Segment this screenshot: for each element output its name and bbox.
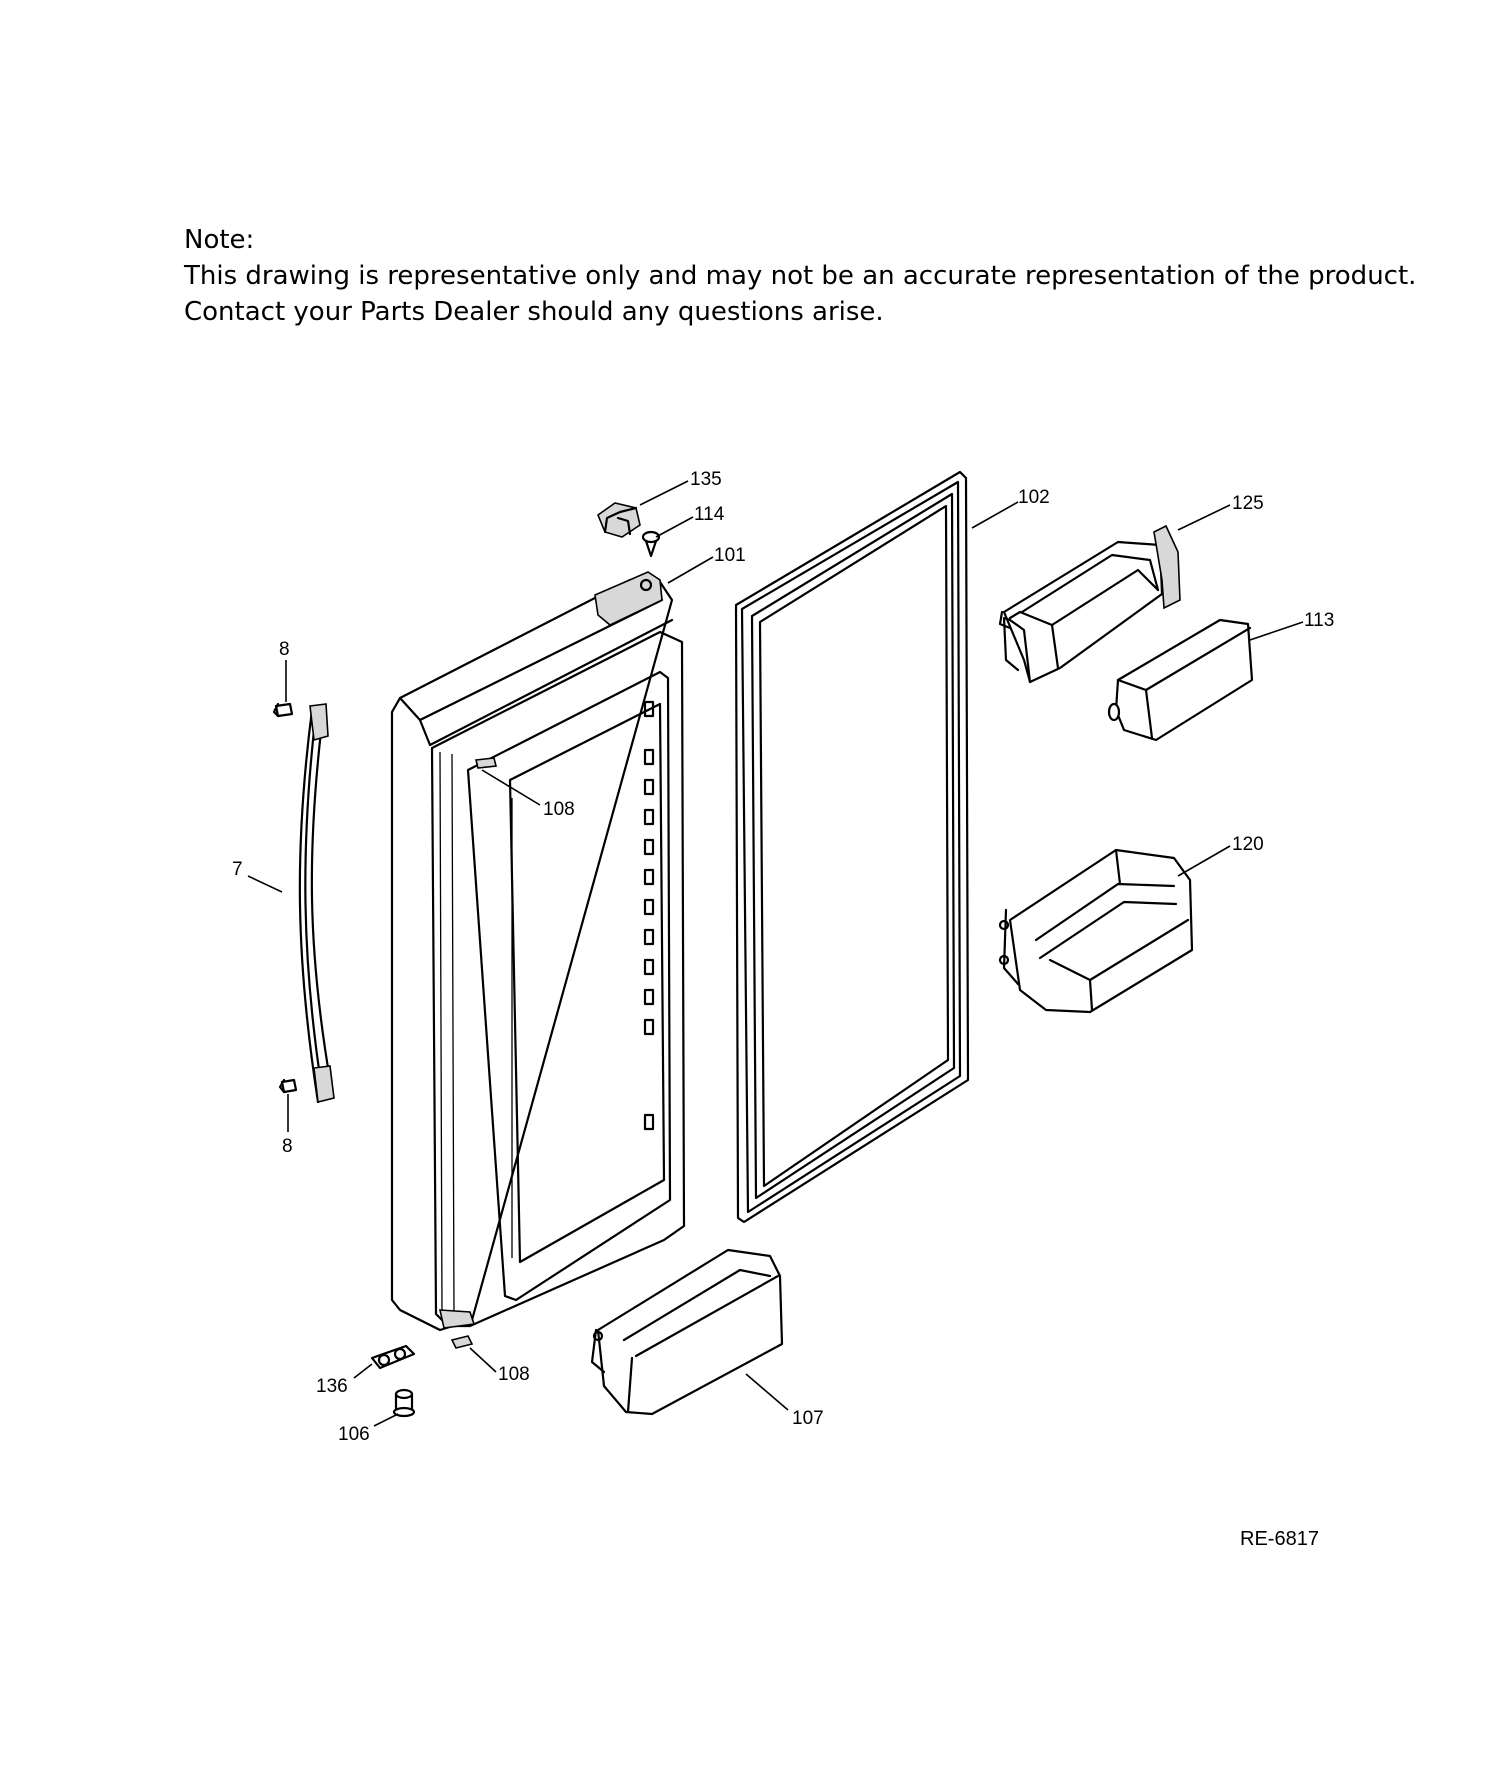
part-101-door-assembly (390, 571, 686, 1332)
callout-8-upper: 8 (279, 639, 290, 660)
callout-labels: 135 114 101 102 125 113 108 120 7 8 8 10… (232, 469, 1334, 1445)
callout-102: 102 (1018, 487, 1050, 508)
note-line-1: This drawing is representative only and … (184, 261, 1417, 291)
part-114-screw (641, 530, 661, 558)
part-7-door-handle (298, 703, 335, 1104)
callout-101: 101 (714, 545, 746, 566)
callout-107: 107 (792, 1408, 824, 1429)
callout-136: 136 (316, 1376, 348, 1397)
part-108-lower-clip (450, 1335, 474, 1349)
part-107-lower-door-bin (590, 1248, 784, 1416)
callout-135: 135 (690, 469, 722, 490)
part-8-lower-screw (278, 1078, 298, 1094)
disclaimer-note: Note: This drawing is representative onl… (184, 222, 1416, 330)
note-line-2: Contact your Parts Dealer should any que… (184, 297, 884, 327)
part-113-bin-cover (1107, 618, 1254, 742)
callout-108-upper: 108 (543, 799, 575, 820)
callout-125: 125 (1232, 493, 1264, 514)
part-8-upper-screw (272, 702, 294, 718)
part-106-bushing (392, 1388, 416, 1418)
callout-7: 7 (232, 859, 243, 880)
callout-120: 120 (1232, 834, 1264, 855)
note-heading: Note: (184, 225, 255, 255)
callout-113: 113 (1304, 610, 1334, 631)
liner-shelf-slots (643, 700, 655, 1131)
part-125-upper-door-bin (998, 524, 1181, 684)
part-102-door-gasket (734, 470, 970, 1224)
part-120-middle-door-bin (998, 848, 1194, 1014)
callout-106: 106 (338, 1424, 370, 1445)
callout-114: 114 (694, 504, 725, 525)
callout-8-lower: 8 (282, 1136, 293, 1157)
drawing-code: RE-6817 (1240, 1528, 1319, 1550)
leader-lines (247, 480, 1304, 1427)
callout-108-lower: 108 (498, 1364, 530, 1385)
part-135-hinge-cover (597, 502, 641, 538)
part-108-upper-clip (475, 757, 497, 769)
part-136-hinge-shim (370, 1344, 416, 1370)
